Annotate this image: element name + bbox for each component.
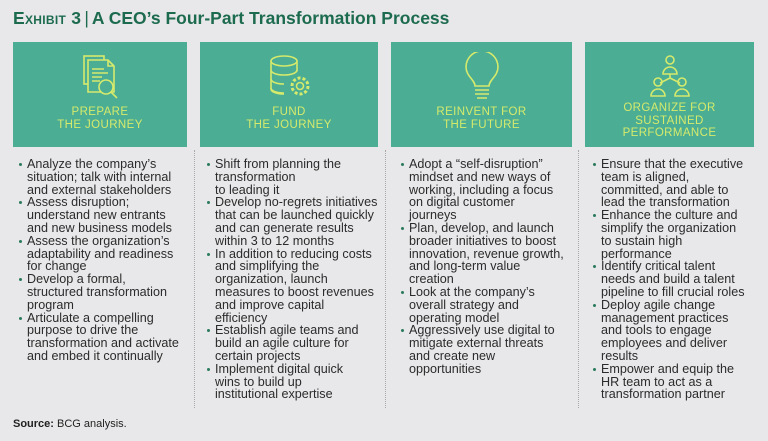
phase-header-prepare: PREPARE THE JOURNEY (13, 42, 187, 147)
org-people-icon (649, 55, 690, 97)
phase-header-reinvent: REINVENT FOR THE FUTURE (391, 42, 572, 147)
bullet-item: Aggressively use digital to mitigate ext… (401, 324, 564, 375)
source-label: Source: (13, 418, 54, 430)
bullet-item: In addition to reducing costs and simpli… (207, 247, 377, 325)
bullet-item: Enhance the culture and simplify the org… (593, 209, 745, 260)
bullet-item: Deploy agile change management practices… (593, 298, 745, 363)
bullet-item: Empower and equip the HR team to act as … (593, 362, 745, 401)
bullet-item: Ensure that the executive team is aligne… (593, 158, 745, 209)
bullet-item: Plan, develop, and launch broader initia… (401, 222, 564, 286)
bullet-item: Shift from planning the transformation t… (207, 158, 377, 196)
fund-bullets: Shift from planning the transformation t… (207, 158, 377, 401)
column-divider (385, 150, 386, 408)
column-divider (578, 150, 579, 408)
phase-label: PREPARE THE JOURNEY (57, 106, 143, 131)
source-text: BCG analysis. (53, 418, 127, 430)
bullet-item: Look at the company’s overall strategy a… (401, 286, 564, 324)
bullet-item: Develop no-regrets initiatives that can … (207, 196, 377, 247)
document-search-icon (83, 55, 118, 99)
bullet-item: Articulate a compelling purpose to drive… (19, 311, 179, 363)
organize-bullets: Ensure that the executive team is aligne… (593, 158, 745, 401)
database-gear-icon (270, 55, 310, 96)
title-text: A CEO’s Four-Part Transformation Process (91, 8, 450, 28)
phase-header-fund: FUND THE JOURNEY (200, 42, 378, 147)
title-separator: | (84, 8, 89, 28)
phase-label: REINVENT FOR THE FUTURE (436, 106, 527, 131)
bullet-item: Assess the organization’s adaptability a… (19, 234, 179, 273)
bullet-item: Analyze the company’s situation; talk wi… (19, 158, 179, 196)
prepare-bullets: Analyze the company’s situation; talk wi… (19, 158, 179, 363)
bullet-item: Adopt a “self-disruption” mindset and ne… (401, 158, 564, 222)
reinvent-bullets: Adopt a “self-disruption” mindset and ne… (401, 158, 564, 376)
lightbulb-icon (464, 52, 499, 99)
bullet-item: Assess disruption; understand new entran… (19, 196, 179, 234)
phase-label: FUND THE JOURNEY (246, 106, 332, 131)
phase-label: ORGANIZE FOR SUSTAINED PERFORMANCE (622, 102, 717, 139)
exhibit-title: Exhibit 3|A CEO’s Four-Part Transformati… (13, 8, 449, 29)
bullet-item: Identify critical talent needs and build… (593, 260, 745, 298)
bullet-item: Implement digital quick wins to build up… (207, 362, 377, 401)
source-note: Source: BCG analysis. (13, 418, 127, 430)
exhibit-number: Exhibit 3 (13, 8, 82, 28)
bullet-item: Establish agile teams and build an agile… (207, 324, 377, 362)
phase-header-organize: ORGANIZE FOR SUSTAINED PERFORMANCE (585, 42, 754, 147)
column-divider (194, 150, 195, 408)
bullet-item: Develop a formal, structured transformat… (19, 273, 179, 311)
